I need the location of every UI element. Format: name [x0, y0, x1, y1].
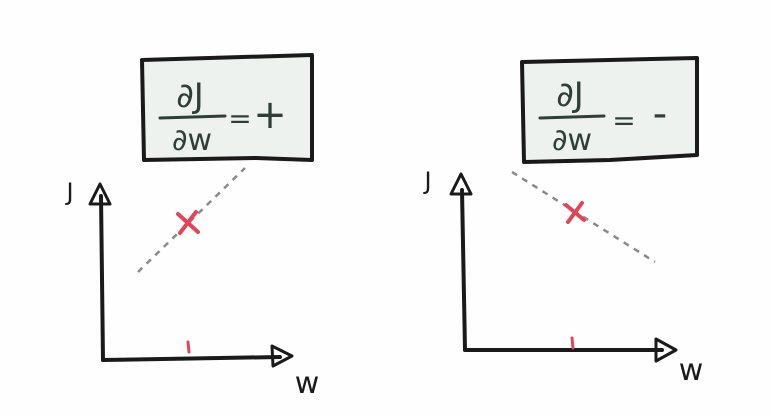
x-axis-arrowhead	[270, 344, 294, 368]
y-axis-arrowhead	[88, 182, 112, 206]
current-point-marker	[564, 201, 586, 224]
derivative-numerator: ∂J	[556, 75, 584, 115]
x-tick-mark	[186, 340, 191, 354]
y-axis	[460, 188, 467, 352]
y-axis	[99, 194, 105, 362]
derivative-box-right: ∂J ∂w = -	[520, 56, 699, 164]
fraction-bar	[158, 114, 227, 120]
x-tick-mark	[570, 336, 575, 350]
derivative-sign: -	[653, 91, 667, 137]
derivative-denominator: ∂w	[552, 123, 592, 158]
x-axis	[101, 355, 282, 362]
box-frame	[140, 53, 314, 162]
fraction-bar	[538, 114, 606, 120]
x-axis-label: w	[295, 366, 320, 401]
current-point-marker	[176, 210, 200, 235]
derivative-numerator: ∂J	[176, 76, 204, 116]
derivative-denominator: ∂w	[172, 123, 212, 158]
x-axis-arrowhead	[654, 337, 678, 363]
y-axis-arrowhead	[449, 172, 473, 196]
panel-negative-slope: ∂J ∂w = - J w	[422, 56, 703, 388]
derivative-sign: +	[253, 92, 287, 138]
derivative-box-left: ∂J ∂w = +	[140, 53, 314, 162]
box-frame	[520, 56, 699, 164]
axes-left: J w	[64, 178, 319, 401]
equals-sign: =	[228, 102, 251, 135]
y-axis-label: J	[422, 167, 431, 195]
y-axis-label: J	[64, 178, 73, 206]
equals-sign: =	[612, 104, 635, 137]
axes-right: J w	[422, 167, 703, 388]
panel-positive-slope: ∂J ∂w = + J w	[64, 53, 319, 401]
x-axis-label: w	[679, 353, 704, 388]
